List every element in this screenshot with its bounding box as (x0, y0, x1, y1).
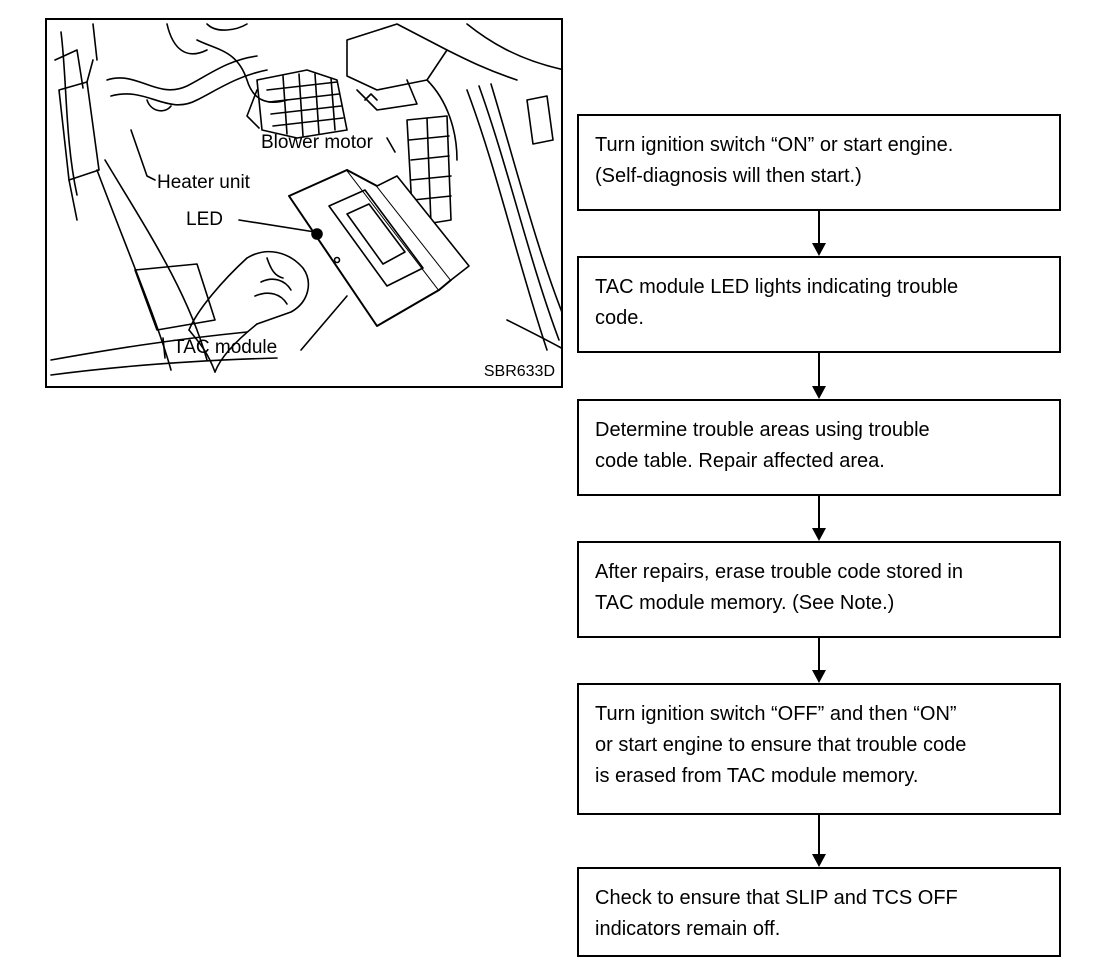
flow-step-4-text: After repairs, erase trouble code stored… (595, 561, 963, 614)
flow-arrow-3 (812, 496, 826, 541)
flow-step-1: Turn ignition switch “ON” or start engin… (577, 114, 1061, 211)
flow-step-2-text: TAC module LED lights indicating trouble… (595, 276, 959, 329)
figure-code: SBR633D (483, 363, 555, 380)
flow-step-5: Turn ignition switch “OFF” and then “ON”… (577, 683, 1061, 815)
flow-step-4: After repairs, erase trouble code stored… (577, 541, 1061, 638)
flow-step-5-text: Turn ignition switch “OFF” and then “ON”… (595, 703, 967, 787)
flow-step-6-text: Check to ensure that SLIP and TCS OFF in… (595, 887, 958, 940)
flow-step-2: TAC module LED lights indicating trouble… (577, 256, 1061, 353)
led-callout: LED (186, 209, 223, 230)
dashboard-line-art (50, 23, 561, 376)
flow-step-1-text: Turn ignition switch “ON” or start engin… (595, 134, 954, 187)
tac-module-illustration: Blower motor Heater unit LED TAC module … (45, 18, 563, 388)
tac-module-callout: TAC module (173, 337, 278, 358)
blower-motor-callout: Blower motor (261, 132, 373, 153)
flow-arrow-1 (812, 211, 826, 256)
flow-step-3: Determine trouble areas using trouble co… (577, 399, 1061, 496)
flow-step-3-text: Determine trouble areas using trouble co… (595, 419, 930, 472)
flow-step-6: Check to ensure that SLIP and TCS OFF in… (577, 867, 1061, 957)
flow-arrow-5 (812, 815, 826, 867)
heater-unit-callout: Heater unit (157, 172, 250, 193)
flow-arrow-4 (812, 638, 826, 683)
flow-arrow-2 (812, 353, 826, 399)
